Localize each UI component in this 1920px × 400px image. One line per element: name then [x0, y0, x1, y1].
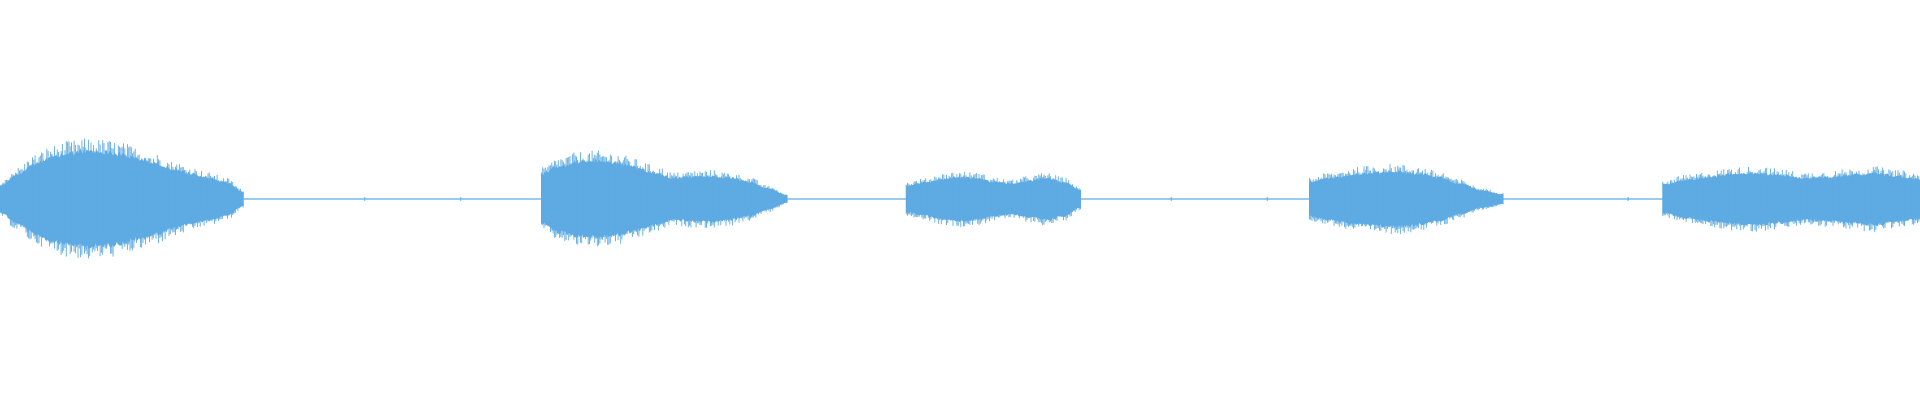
waveform-spikes — [0, 138, 244, 259]
waveform-segments — [0, 138, 1920, 259]
waveform-segment — [905, 172, 1081, 227]
waveform-segment — [0, 138, 244, 259]
waveform-spikes — [1662, 166, 1920, 232]
waveform-spikes — [540, 150, 788, 247]
waveform-spikes — [1308, 164, 1504, 234]
waveform-segment — [1662, 166, 1920, 232]
waveform-segment — [540, 150, 788, 247]
waveform-segment — [1308, 164, 1504, 234]
waveform-spikes — [905, 172, 1081, 227]
